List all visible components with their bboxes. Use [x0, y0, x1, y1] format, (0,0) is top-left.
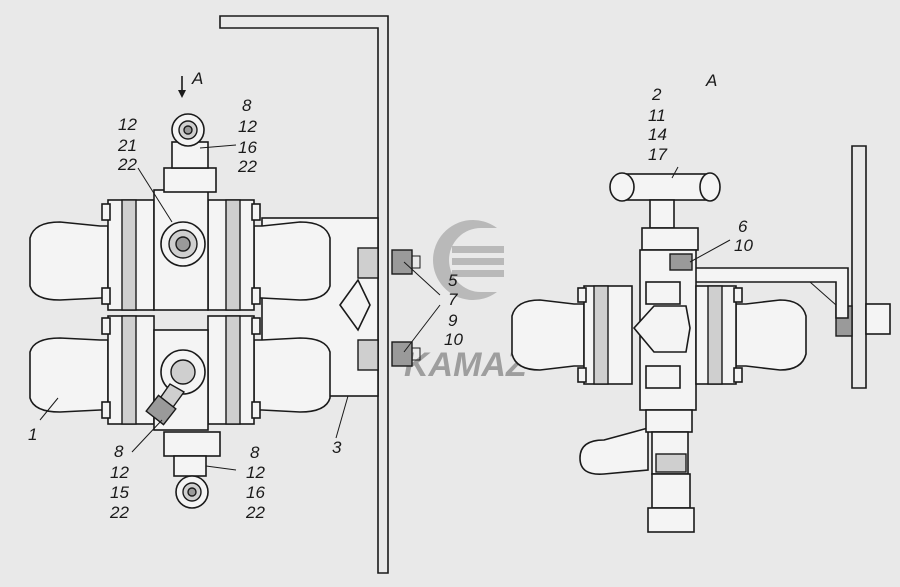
callout-br-3: 16: [246, 483, 265, 502]
callout-tl-1: 12: [118, 115, 137, 134]
callout-mr-1: 5: [448, 271, 458, 290]
right-callouts: A 2 11 14 17 6 10: [648, 71, 753, 255]
left-leader-lines: [39, 144, 441, 471]
callout-tr-4: 22: [237, 157, 257, 176]
callout-rt-4: 17: [648, 145, 667, 164]
callout-tr-2: 12: [238, 117, 257, 136]
callout-rt-3: 14: [648, 125, 667, 144]
callout-tr-3: 16: [238, 138, 257, 157]
callout-mr-4: 10: [444, 330, 463, 349]
callout-rt-2: 11: [648, 106, 666, 125]
callout-br-4: 22: [245, 503, 265, 522]
callout-mr-2: 7: [448, 290, 458, 309]
callout-tr-1: 8: [242, 96, 252, 115]
watermark-text: KAMAZ: [404, 346, 528, 384]
callout-tl-2: 21: [117, 136, 137, 155]
frame-bracket: [219, 15, 389, 574]
bolt-upper: [391, 249, 413, 275]
callout-rs-1: 6: [738, 217, 748, 236]
callout-part-3: 3: [332, 438, 342, 457]
callout-tl-3: 22: [117, 155, 137, 174]
left-view-assembly: [29, 15, 421, 574]
callout-rt-1: 2: [651, 85, 662, 104]
callout-br-1: 8: [250, 443, 260, 462]
callout-part-1: 1: [28, 425, 37, 444]
view-label-right: A: [705, 71, 717, 90]
callout-mr-3: 9: [448, 311, 458, 330]
callout-bl-1: 8: [114, 442, 124, 461]
callout-bl-2: 12: [110, 463, 129, 482]
callout-br-2: 12: [246, 463, 265, 482]
callout-bl-4: 22: [109, 503, 129, 522]
left-callouts: A 8 12 16 22 12 21 22 5 7 9 10 8 12 15 2…: [28, 69, 463, 522]
right-leader-lines: [671, 166, 731, 263]
right-view-assembly: [511, 145, 891, 533]
callout-rs-2: 10: [734, 236, 753, 255]
view-label-left: A: [191, 69, 203, 88]
kamaz-watermark: KAMAZ: [404, 219, 528, 384]
callout-bl-3: 15: [110, 483, 129, 502]
